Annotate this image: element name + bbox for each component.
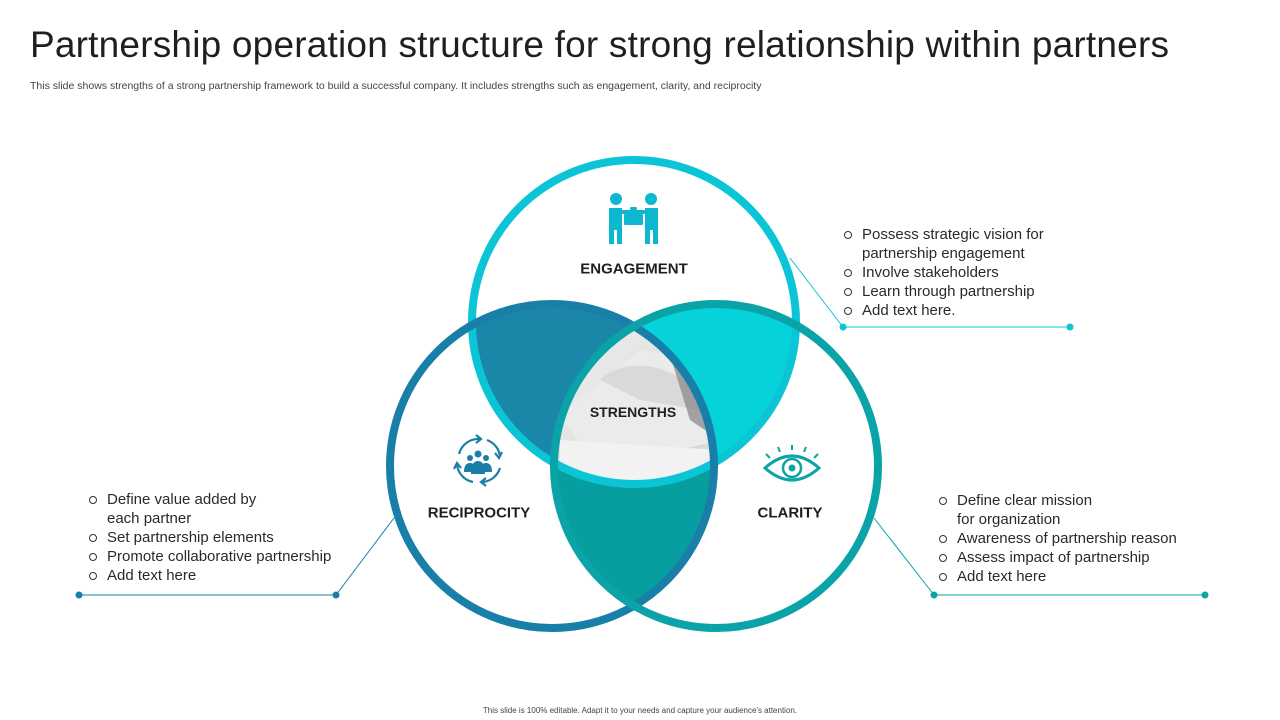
footer-note: This slide is 100% editable. Adapt it to… (482, 706, 798, 715)
engagement-connector-dot-start (839, 323, 847, 331)
list-item: Possess strategic vision for partnership… (844, 225, 1094, 263)
page-title: Partnership operation structure for stro… (30, 24, 1170, 65)
strengths-label: STRENGTHS (589, 404, 677, 420)
bullet-text: Define value added by each partner (107, 491, 257, 527)
clarity-connector (873, 517, 1205, 596)
reciprocity-label: RECIPROCITY (427, 504, 531, 522)
clarity-label: CLARITY (757, 504, 823, 522)
bullet-text: Add text here. (862, 302, 956, 319)
list-item: Add text here. (844, 301, 1094, 320)
clarity-circle (550, 300, 882, 632)
clarity-connector-dot-end (1201, 591, 1209, 599)
reciprocity-connector-dot-end (332, 591, 340, 599)
bullet-text: Assess impact of partnership (957, 549, 1150, 566)
list-item: Awareness of partnership reason (939, 529, 1229, 548)
team-cycle-icon (453, 434, 503, 487)
engagement-connector (789, 257, 1070, 328)
list-item: Learn through partnership (844, 282, 1094, 301)
bullet-text: Promote collaborative partnership (107, 548, 332, 565)
engagement-bullets: Possess strategic vision for partnership… (844, 225, 1094, 320)
list-item: Involve stakeholders (844, 263, 1094, 282)
list-item: Assess impact of partnership (939, 548, 1229, 567)
bullet-text: Learn through partnership (862, 283, 1035, 300)
clarity-bullets: Define clear mission for organization Aw… (939, 491, 1229, 586)
list-item: Add text here (939, 567, 1229, 586)
page-subtitle: This slide shows strengths of a strong p… (30, 80, 762, 92)
engagement-connector-dot-end (1066, 323, 1074, 331)
list-item: Set partnership elements (89, 528, 379, 547)
bullet-text: Awareness of partnership reason (957, 530, 1177, 547)
list-item: Define value added by each partner (89, 490, 379, 528)
reciprocity-circle (386, 300, 718, 632)
engagement-label: ENGAGEMENT (580, 260, 688, 278)
list-item: Promote collaborative partnership (89, 547, 379, 566)
bullet-text: Involve stakeholders (862, 264, 999, 281)
list-item: Define clear mission for organization (939, 491, 1229, 529)
bullet-text: Define clear mission for organization (957, 492, 1093, 528)
bullet-text: Add text here (957, 568, 1047, 585)
bullet-text: Possess strategic vision for partnership… (862, 226, 1044, 262)
list-item: Add text here (89, 566, 379, 585)
reciprocity-connector (79, 517, 395, 596)
team-people-icon (464, 450, 492, 474)
reciprocity-connector-dot-start (75, 591, 83, 599)
reciprocity-bullets: Define value added by each partner Set p… (89, 490, 379, 585)
handshake-people-icon (609, 193, 658, 244)
bullet-text: Set partnership elements (107, 529, 274, 546)
bullet-text: Add text here (107, 567, 197, 584)
eye-icon (762, 445, 822, 482)
clarity-connector-dot-start (930, 591, 938, 599)
